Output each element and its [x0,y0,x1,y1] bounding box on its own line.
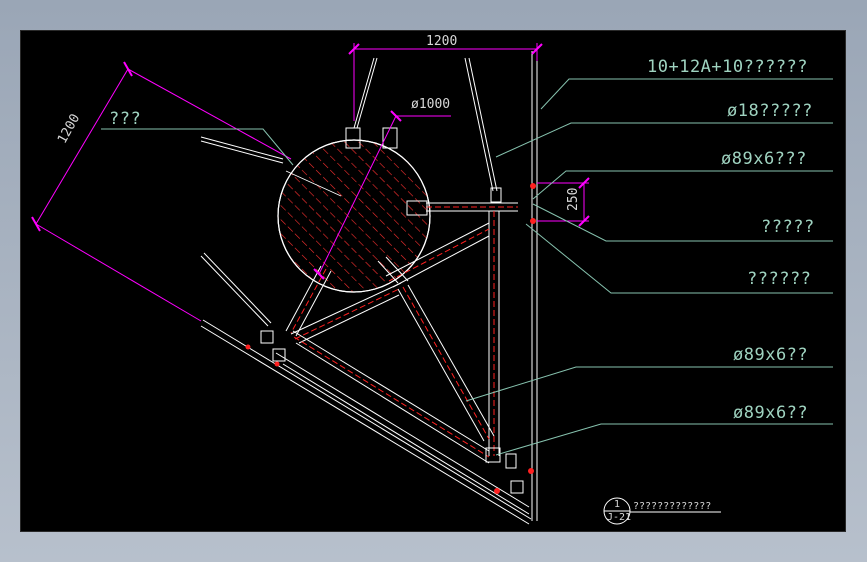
title-sheet: J-21 [607,512,632,523]
dim-top-width: 1200 [426,34,458,49]
slanted-glass-panel [200,319,532,525]
title-caption: ????????????? [633,501,712,512]
dim-circle-diameter: ø1000 [411,97,451,112]
callout-rod: ø18????? [727,101,813,121]
title-number: 1 [614,499,621,510]
cad-drawing [31,43,833,525]
title-block [603,497,721,525]
spider-fittings [260,127,524,494]
callout-tube-low: ø89x6?? [733,403,809,423]
cad-viewport[interactable]: 1200 1200 ø1000 250 ??? 10+12A+10?????? … [20,30,846,532]
dimension-lines [31,43,590,322]
callout-bracket-a: ????? [761,217,815,237]
callout-bracket-b: ?????? [747,269,812,289]
leader-lines [101,78,833,456]
tension-rods [200,57,498,327]
callout-top-left: ??? [109,109,142,129]
concrete-column [277,139,431,293]
right-glass-column [531,51,538,521]
callout-glass: 10+12A+10?????? [647,57,809,77]
callout-tube-mid: ø89x6?? [733,345,809,365]
anchor-bolts [245,183,536,494]
steel-truss [285,202,518,464]
dim-offset: 250 [566,187,581,211]
callout-tube-upper: ø89x6??? [721,149,807,169]
